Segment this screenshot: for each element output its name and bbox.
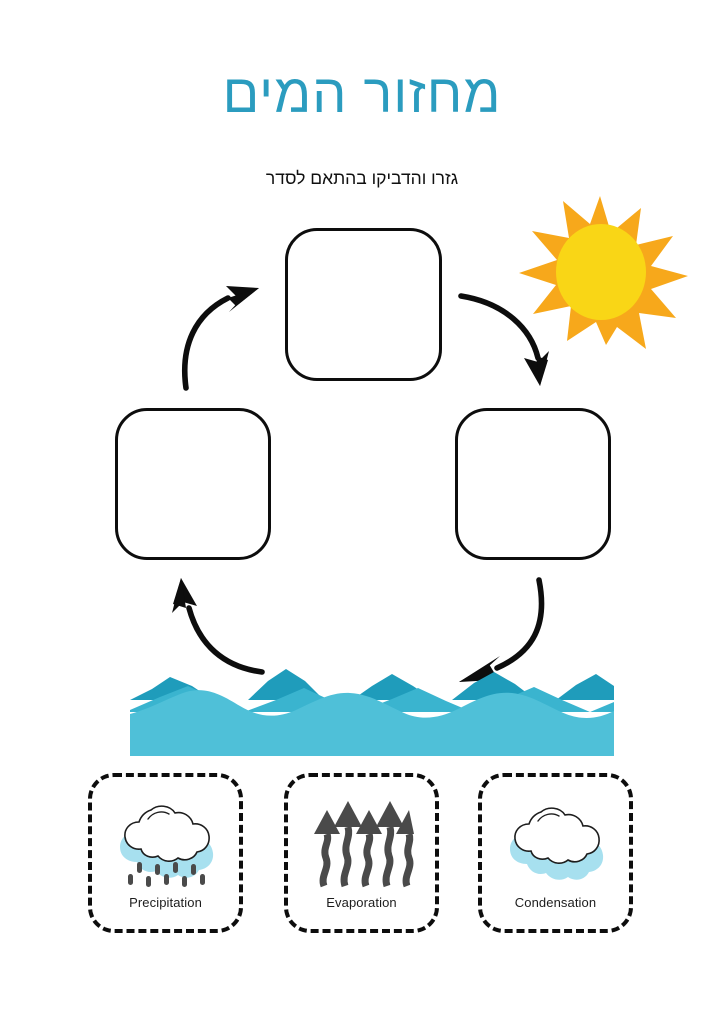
card-label-evaporation: Evaporation bbox=[326, 895, 397, 910]
arrow-right-to-water bbox=[459, 577, 545, 682]
page-subtitle: גזרו והדביקו בהתאם לסדר bbox=[265, 168, 459, 188]
answer-box-right[interactable] bbox=[455, 408, 611, 560]
card-label-condensation: Condensation bbox=[514, 895, 597, 910]
arrow-top-to-right bbox=[458, 293, 549, 386]
cutout-card-row: Precipitation bbox=[0, 773, 724, 938]
arrow-left-to-top bbox=[182, 286, 259, 391]
page-title: מחזור המים bbox=[222, 64, 502, 124]
rain-cloud-icon bbox=[92, 790, 239, 890]
card-label-precipitation: Precipitation bbox=[129, 895, 202, 910]
card-precipitation[interactable]: Precipitation bbox=[88, 773, 243, 933]
sun-icon bbox=[519, 196, 688, 349]
answer-box-top[interactable] bbox=[285, 228, 442, 381]
up-arrows-icon bbox=[288, 790, 435, 890]
arrow-water-to-left bbox=[172, 578, 265, 675]
answer-box-left[interactable] bbox=[115, 408, 271, 560]
cloud-icon bbox=[482, 790, 629, 890]
card-condensation[interactable]: Condensation bbox=[478, 773, 633, 933]
card-evaporation[interactable]: Evaporation bbox=[284, 773, 439, 933]
water-body bbox=[130, 669, 614, 756]
